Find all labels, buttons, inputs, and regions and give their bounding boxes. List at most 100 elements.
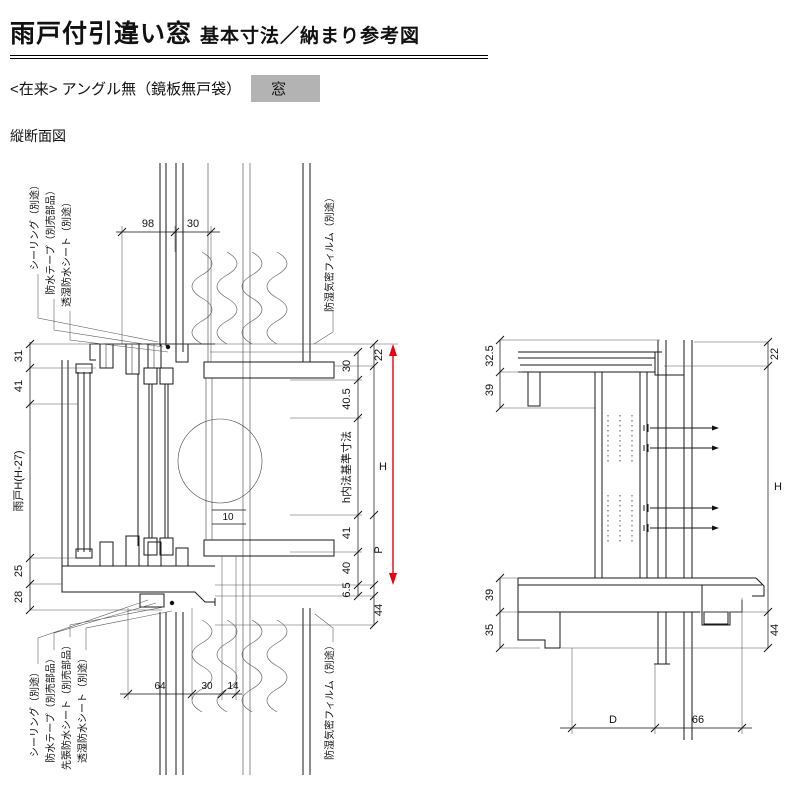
dim-height-h: H bbox=[379, 461, 387, 473]
dim-h-right-drawing: H bbox=[774, 481, 782, 493]
storm-shutter-panel bbox=[77, 372, 91, 552]
header: 雨戸付引違い窓基本寸法／納まり参考図 <在来> アングル無（鏡板無戸袋）窓 縦断… bbox=[0, 0, 800, 146]
annotation-leader-lines bbox=[37, 274, 334, 664]
screw-head bbox=[643, 424, 649, 432]
dim-30-right: 30 bbox=[341, 360, 353, 372]
screw-head bbox=[643, 504, 649, 512]
dim-amado-h: 雨戸H(H-27) bbox=[13, 450, 25, 511]
dim-30-bottom: 30 bbox=[201, 681, 213, 692]
dim-h-uchinori: h内法基準寸法 bbox=[339, 431, 353, 503]
dim-44-left-drawing: 44 bbox=[373, 604, 385, 616]
dim-66: 66 bbox=[692, 714, 704, 726]
sill-rail bbox=[99, 541, 114, 567]
dim-6-5: 6.5 bbox=[341, 582, 353, 597]
dim-39-top: 39 bbox=[484, 384, 496, 396]
sealing-dot-head bbox=[165, 344, 171, 350]
dim-14: 14 bbox=[227, 681, 239, 692]
sill-rail bbox=[147, 541, 162, 567]
label-vapor-film-top: 防湿気密フィルム（別途） bbox=[323, 192, 336, 312]
right-dim-extension-lines bbox=[500, 339, 768, 734]
dim-22-left-drawing: 22 bbox=[373, 349, 385, 361]
wall-board-lines bbox=[159, 163, 311, 775]
insulation-squiggle bbox=[216, 251, 238, 713]
dim-98: 98 bbox=[142, 218, 154, 230]
screw-tip bbox=[712, 505, 719, 511]
head-rail bbox=[99, 343, 114, 369]
height-arrow-bottom bbox=[389, 573, 397, 585]
label-waterproof-tape-top: 防水テープ（別売部品） bbox=[44, 185, 57, 294]
packing-dotted-lines bbox=[607, 415, 633, 542]
dim-40: 40 bbox=[341, 562, 353, 574]
right-dim-ticks bbox=[495, 335, 773, 733]
right-frame-verticals bbox=[594, 372, 648, 578]
hatched-board-head bbox=[203, 361, 335, 379]
dim-44-right-drawing: 44 bbox=[769, 624, 781, 636]
page-title: 雨戸付引違い窓基本寸法／納まり参考図 bbox=[10, 14, 488, 59]
sash-rail bbox=[159, 537, 174, 556]
sealing-dot-sill bbox=[169, 600, 175, 606]
dim-10: 10 bbox=[222, 512, 234, 523]
sill-profile bbox=[61, 565, 216, 606]
wall-lines bbox=[159, 163, 311, 775]
right-sill-profile bbox=[517, 577, 765, 649]
right-head-drop bbox=[527, 371, 541, 407]
right-head-profile bbox=[518, 351, 684, 376]
dim-40-5: 40.5 bbox=[341, 388, 353, 409]
shutter-cap-top bbox=[75, 363, 93, 374]
shutter-cap-bottom bbox=[75, 548, 93, 559]
label-vapor-film-bottom: 防湿気密フィルム（別途） bbox=[323, 640, 336, 760]
title-main: 雨戸付引違い窓 bbox=[10, 20, 193, 48]
stud-lines bbox=[207, 163, 251, 775]
label-pre-applied-sheet-bottom: 先張防水シート（別売部品） bbox=[60, 640, 73, 770]
dim-64: 64 bbox=[154, 681, 166, 692]
head-rail bbox=[175, 343, 189, 363]
head-profile bbox=[89, 343, 215, 361]
sill-rail bbox=[125, 535, 140, 567]
insulation-symbol bbox=[191, 251, 288, 713]
clearance-circle bbox=[177, 418, 263, 504]
frame-sill bbox=[61, 535, 216, 608]
insulation-squiggle bbox=[241, 251, 263, 713]
right-wall-lines bbox=[654, 340, 693, 740]
label-sealing-top: シーリング（別途） bbox=[28, 180, 41, 270]
dim-39-bottom: 39 bbox=[484, 589, 496, 601]
sill-rail bbox=[175, 547, 189, 567]
label-permeable-sheet-bottom: 透湿防水シート（別途） bbox=[76, 653, 89, 763]
dim-41-left: 41 bbox=[13, 380, 25, 392]
subtitle-row: <在来> アングル無（鏡板無戸袋）窓 bbox=[10, 75, 800, 102]
dim-41-right: 41 bbox=[341, 527, 353, 539]
sashes-and-shutter bbox=[61, 360, 174, 566]
title-sub: 基本寸法／納まり参考図 bbox=[200, 26, 421, 47]
screw-head bbox=[643, 524, 649, 532]
right-dimensions bbox=[495, 335, 773, 734]
dim-30-top: 30 bbox=[187, 218, 199, 230]
left-section-drawing: 98 30 31 41 雨戸H(H-27) 25 28 30 40.5 h内法基… bbox=[13, 163, 398, 775]
dim-extension-lines bbox=[30, 226, 398, 700]
screw-head bbox=[643, 444, 649, 452]
dim-chain-lines bbox=[29, 231, 375, 695]
insulation-squiggle bbox=[191, 251, 213, 713]
exterior-trim-lines bbox=[61, 360, 69, 566]
dim-31: 31 bbox=[13, 350, 25, 362]
head-rail bbox=[125, 343, 140, 375]
fixing-screws bbox=[643, 424, 719, 532]
subtitle-text: <在来> アングル無（鏡板無戸袋） bbox=[10, 81, 242, 98]
sill-bracket bbox=[701, 585, 743, 626]
hatched-board-sill bbox=[203, 539, 335, 557]
screw-tip bbox=[712, 525, 719, 531]
dim-32-5: 32.5 bbox=[484, 345, 496, 366]
head-rail bbox=[147, 343, 162, 369]
insulation-squiggle bbox=[266, 251, 288, 713]
dim-28: 28 bbox=[13, 591, 25, 603]
section-label: 縦断面図 bbox=[10, 128, 66, 144]
dim-ticks bbox=[25, 227, 379, 699]
label-sealing-bottom: シーリング（別途） bbox=[28, 667, 41, 757]
right-dim-chain-lines bbox=[499, 340, 769, 729]
right-section-drawing: 32.5 39 39 35 22 H 44 D 66 bbox=[484, 335, 782, 740]
head-rail-inner bbox=[105, 344, 155, 374]
glass-lines bbox=[148, 384, 169, 538]
left-dimensions bbox=[25, 226, 398, 700]
label-waterproof-tape-bottom: 防水テープ（別売部品） bbox=[44, 653, 57, 762]
